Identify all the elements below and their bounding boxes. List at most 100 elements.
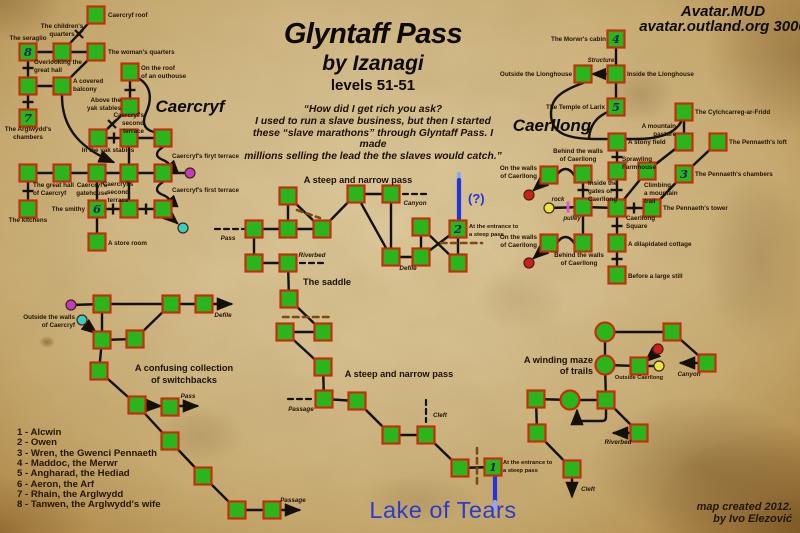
room-maze-c2 xyxy=(594,354,616,376)
map-label: quarters xyxy=(49,31,75,38)
map-label: The Cylchcarreg-ar-Fridd xyxy=(695,109,770,116)
map-label: The kitchens xyxy=(9,217,48,224)
room-smithy xyxy=(87,199,107,219)
room-sw-10 xyxy=(193,466,213,486)
map-label: The woman's quarters xyxy=(108,49,175,56)
map-label: Canyon xyxy=(403,200,426,207)
map-label: The Pennaeth's chambers xyxy=(695,171,773,178)
room-first-terrace-top xyxy=(153,163,173,183)
map-label: Caerllong xyxy=(513,116,592,135)
room-first-terrace xyxy=(153,199,173,219)
legend-item: 3 - Wren, the Gwenci Pennaeth xyxy=(17,447,158,459)
room-store-room xyxy=(87,232,107,252)
map-label: Pass xyxy=(221,235,236,242)
map-label: Caerllong xyxy=(626,215,655,222)
map-label: Riverbed xyxy=(299,252,326,259)
landmark-dot-dot-cyan-switchbacks xyxy=(76,314,88,326)
map-label: Square xyxy=(626,223,648,230)
map-label: A steep and narrow pass xyxy=(345,369,453,379)
room-in-yak-stables xyxy=(88,128,108,148)
landmark-dot-dot-magenta-caercryf xyxy=(184,167,196,179)
map-label: Behind the walls xyxy=(554,252,604,259)
room-kitchens xyxy=(18,199,38,219)
room-sw-top-2 xyxy=(161,294,181,314)
room-pass-row-3 xyxy=(312,219,332,239)
map-label: Caercryf's xyxy=(77,182,108,189)
room-maze-s5 xyxy=(527,423,547,443)
room-temple-of-larix xyxy=(606,97,626,117)
room-sw-top-1 xyxy=(92,294,112,314)
room-maze-s3 xyxy=(526,389,546,409)
title-block: Glyntaff Pass by Izanagi levels 51-51 xyxy=(283,18,463,94)
room-outside-caerllong xyxy=(629,356,649,376)
room-sw-12 xyxy=(262,500,282,520)
map-label: Farmhouse xyxy=(622,164,656,171)
map-author: by Izanagi xyxy=(322,52,424,75)
room-sw-8 xyxy=(160,397,180,417)
room-sw-4 xyxy=(92,330,112,350)
room-covered-balcony xyxy=(52,76,72,96)
map-label: On the roof xyxy=(141,65,176,72)
room-saddle-2 xyxy=(275,322,295,342)
room-inside-llonghouse xyxy=(606,64,626,84)
room-mountain-pasture xyxy=(674,132,694,152)
legend-item: 1 - Alcwin xyxy=(17,427,62,438)
map-label: great hall xyxy=(34,67,62,74)
room-overlooking-great-hall xyxy=(18,76,38,96)
landmark-dot-dot-red-maze xyxy=(652,343,664,355)
room-number-entrance-1: 1 xyxy=(489,460,497,474)
server-address: avatar.outland.org 3000 xyxy=(639,17,800,35)
room-gates-south xyxy=(573,197,593,217)
map-title: Glyntaff Pass xyxy=(283,18,463,50)
credit-author: by Ivo Elezović xyxy=(713,512,792,525)
room-womans-quarters xyxy=(86,42,106,62)
map-label: The saddle xyxy=(303,277,351,287)
room-above-yak-stables xyxy=(120,97,140,117)
map-label: A confusing collection xyxy=(135,363,234,373)
room-defile-2 xyxy=(411,247,431,267)
room-outside-llonghouse xyxy=(573,64,593,84)
server-info: Avatar.MUD avatar.outland.org 3000 xyxy=(639,4,800,35)
map-label: Outside the Llonghouse xyxy=(500,71,573,78)
map-label: second xyxy=(107,189,129,196)
room-snp-2 xyxy=(347,391,367,411)
map-label: On the walls xyxy=(500,165,538,172)
room-saddle-3 xyxy=(313,322,333,342)
map-label: A steep and narrow pass xyxy=(304,175,412,185)
room-saddle-1 xyxy=(279,289,299,309)
map-label: Outside Caerllong xyxy=(615,375,664,381)
map-label: of Caerllong xyxy=(560,156,597,163)
map-label: Before a large still xyxy=(628,273,683,280)
room-sw-5 xyxy=(125,329,145,349)
legend-item: 2 - Owen xyxy=(17,437,57,449)
map-label: terrace xyxy=(123,128,145,135)
map-label: Cleft xyxy=(581,486,596,493)
room-yak-mid xyxy=(119,128,139,148)
room-maze-s2 xyxy=(697,353,717,373)
credit-date: map created 2012. xyxy=(696,501,792,513)
room-riverbed-row-1 xyxy=(244,253,264,273)
room-climbing-trail xyxy=(637,161,657,181)
map-label: Overlooking the xyxy=(34,59,82,66)
room-sw-7 xyxy=(127,395,147,415)
lake-of-tears-label: Lake of Tears xyxy=(369,497,517,523)
map-label: Structure xyxy=(588,58,615,64)
room-hall-row-4 xyxy=(119,163,139,183)
map-label: Inside the xyxy=(588,180,618,187)
map-label: a steep pass xyxy=(503,468,538,474)
room-large-still xyxy=(607,265,627,285)
map-label: A mountain xyxy=(642,123,677,130)
map-label: In the yak stables xyxy=(82,147,135,154)
room-snp-3 xyxy=(381,425,401,445)
map-label: Climbing xyxy=(644,182,671,189)
room-pass-row-1 xyxy=(244,219,264,239)
map-label: Cleft xyxy=(433,412,448,419)
room-number-the-seraglio: 8 xyxy=(24,45,32,59)
room-below-entrance-2 xyxy=(448,253,468,273)
room-saddle-4 xyxy=(313,357,333,377)
map-edge xyxy=(570,407,608,426)
map-label: chambers xyxy=(13,134,43,141)
room-pass-top-1 xyxy=(278,186,298,206)
map-label: rock xyxy=(552,197,565,203)
landmark-dot-dot-magenta-switchbacks xyxy=(65,299,77,311)
